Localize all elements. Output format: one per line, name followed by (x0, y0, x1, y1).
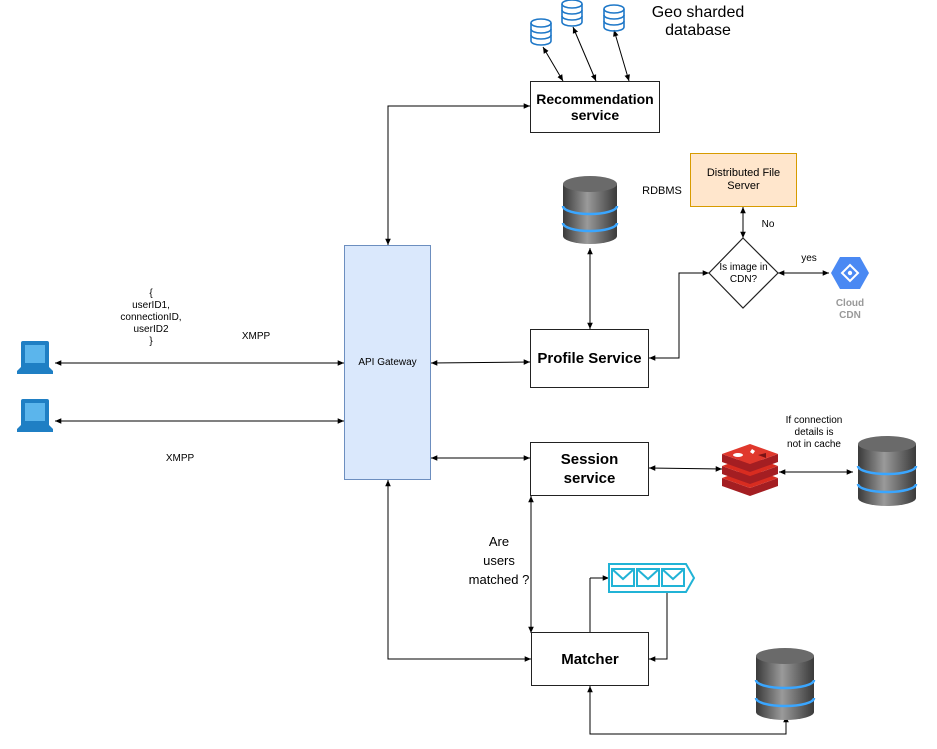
session-service-box: Session service (530, 442, 649, 496)
matcher-box: Matcher (531, 632, 649, 686)
message-queue-icon (608, 563, 696, 593)
connection-details-label: If connection details is not in cache (785, 415, 843, 450)
database-icon (530, 18, 552, 46)
edge-matcher-db (587, 686, 789, 735)
connection-database-icon (856, 436, 918, 506)
edge-gateway-recommendation (385, 103, 530, 245)
xmpp-label-bottom: XMPP (165, 453, 195, 464)
rdbms-label: RDBMS (642, 185, 682, 197)
cdn-decision-diamond (708, 237, 779, 309)
no-label: No (761, 219, 775, 230)
edge-queue-matcher (649, 592, 668, 662)
api-gateway-box: API Gateway (344, 245, 431, 480)
geo-sharded-label: Geo sharded database (651, 4, 745, 39)
database-icon (561, 0, 583, 27)
edge-db2-recommendation (572, 26, 597, 82)
matcher-database-icon (754, 648, 816, 720)
payload-label: { userID1, connectionID, userID2 } (120, 288, 182, 347)
recommendation-service-box: Recommendation service (530, 81, 660, 133)
yes-label: yes (801, 253, 817, 264)
rdbms-database-icon (561, 176, 619, 244)
edge-profile-decision (649, 270, 709, 361)
redis-cache-icon (722, 444, 778, 496)
cloud-cdn-icon (831, 257, 869, 289)
are-users-matched-label: Are users matched ? (468, 534, 530, 587)
edge-session-redis (648, 465, 723, 472)
cdn-decision-label: Is image in CDN? (719, 262, 768, 285)
edge-gateway-profile (430, 359, 531, 366)
database-icon (603, 4, 625, 32)
edge-db1-recommendation (542, 46, 564, 82)
xmpp-label-top: XMPP (241, 331, 271, 342)
laptop-icon (17, 399, 53, 432)
profile-service-box: Profile Service (530, 329, 649, 388)
cloud-cdn-label: Cloud CDN (835, 298, 865, 321)
edge-db3-recommendation (613, 29, 630, 82)
distributed-file-server-box: Distributed File Server (690, 153, 797, 207)
edge-gateway-matcher (385, 480, 531, 662)
laptop-icon (17, 341, 53, 374)
